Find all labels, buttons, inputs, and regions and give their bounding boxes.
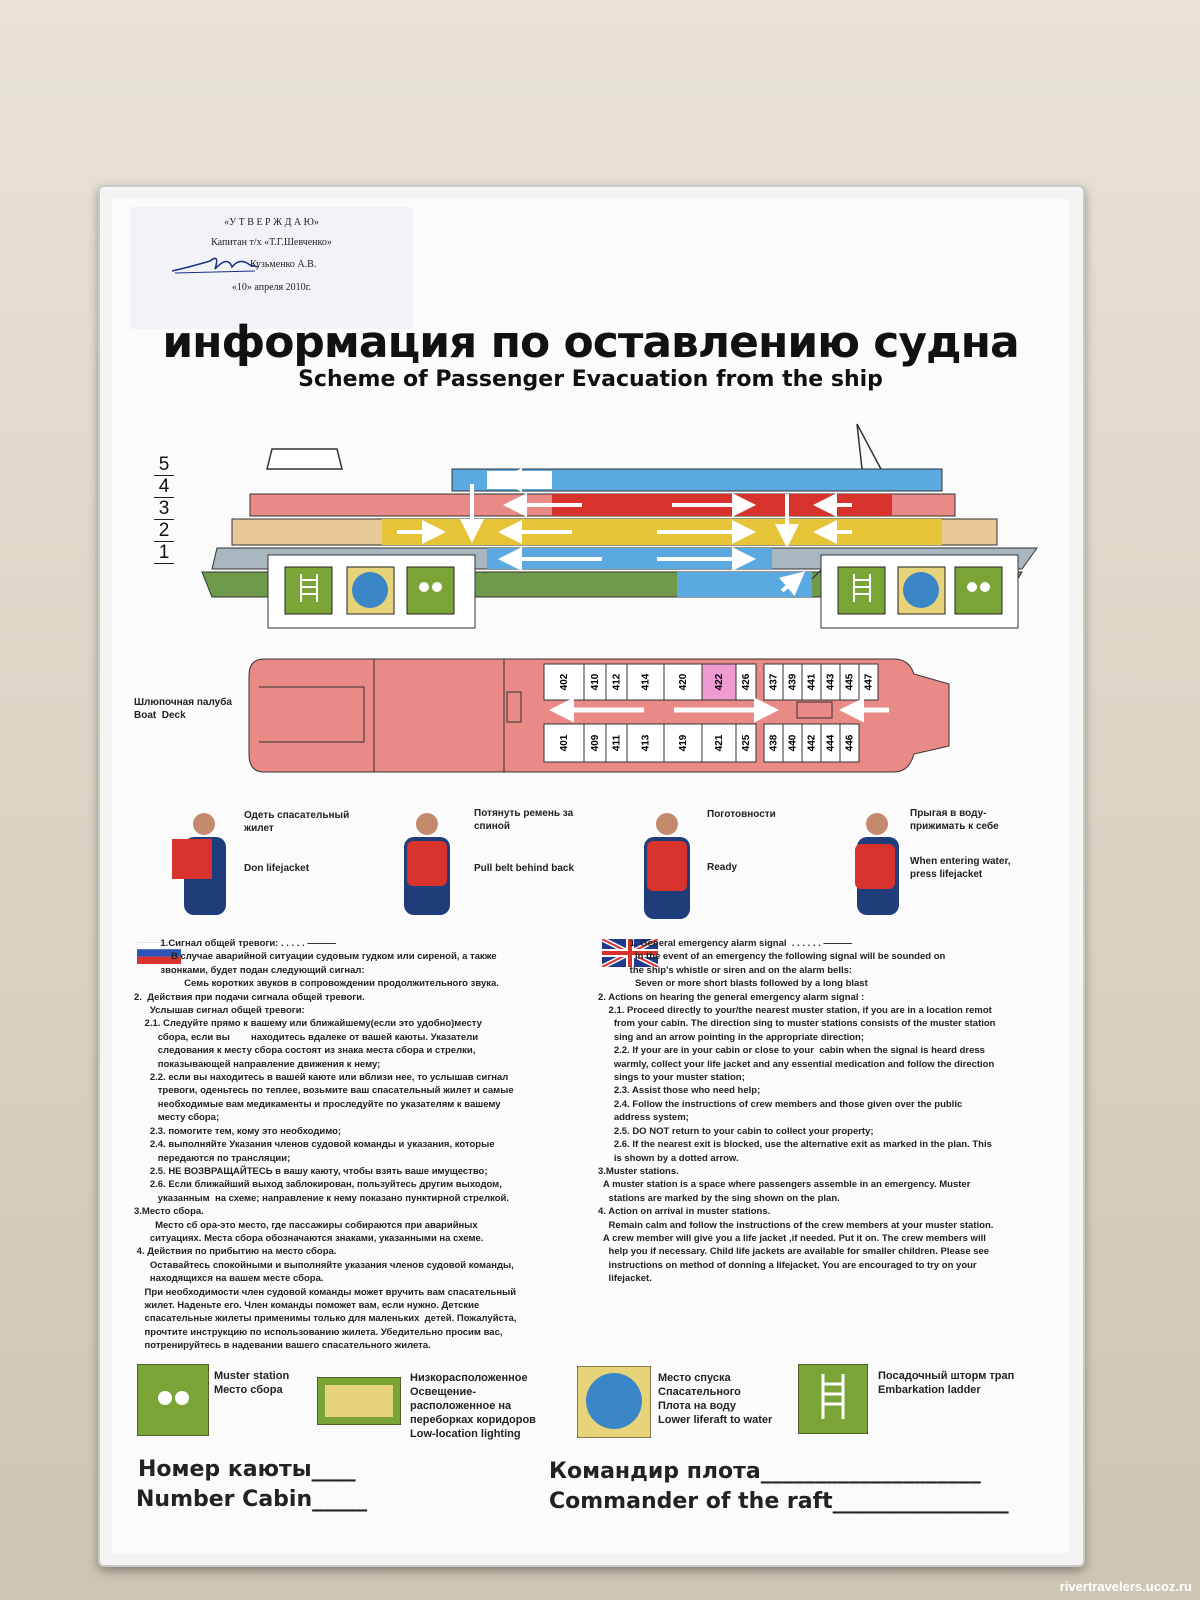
cabin-cell bbox=[626, 663, 665, 701]
cabin-cell bbox=[701, 663, 737, 701]
evacuation-poster: «У Т В Е Р Ж Д А Ю» Капитан т/х «Т.Г.Шев… bbox=[98, 185, 1085, 1567]
legend-muster-station: Muster station Место сбора bbox=[214, 1370, 290, 1396]
cabin-number: 446 bbox=[845, 734, 856, 751]
muster-station-icon bbox=[954, 566, 1003, 615]
stamp-line-2: Капитан т/х «Т.Г.Шевченко» bbox=[211, 237, 332, 248]
cabin-number: 402 bbox=[559, 673, 570, 690]
signature-graphic bbox=[171, 257, 259, 274]
cabin-number: 444 bbox=[826, 734, 837, 751]
cabin-number: 442 bbox=[807, 734, 818, 751]
step-2-ru: Потянуть ремень за спиной bbox=[474, 808, 574, 832]
muster-signs-right bbox=[820, 554, 1019, 629]
muster-station-icon bbox=[406, 566, 455, 615]
raft-commander-ru: Командир плота____________________ bbox=[549, 1459, 981, 1484]
muster-signs-left bbox=[267, 554, 476, 629]
cabin-number: 414 bbox=[641, 673, 652, 690]
cabins-top-row: 402 410 412 414 420 422 426 437 439 441 443 445 447 bbox=[543, 663, 879, 701]
cabin-number: 426 bbox=[741, 673, 752, 690]
cabin-number: 410 bbox=[590, 673, 601, 690]
approval-stamp: «У Т В Е Р Ж Д А Ю» Капитан т/х «Т.Г.Шев… bbox=[130, 207, 413, 329]
watermark: rivertravelers.ucoz.ru bbox=[1059, 1579, 1192, 1594]
liferaft-legend-icon bbox=[577, 1366, 651, 1438]
cabin-cell bbox=[858, 663, 879, 701]
muster-station-legend-icon bbox=[137, 1364, 209, 1436]
embarkation-ladder-icon bbox=[284, 566, 333, 615]
cabin-number: 422 bbox=[714, 673, 725, 690]
instructions-english: 1. General emergency alarm signal . . . … bbox=[598, 938, 996, 1285]
step-3-ru: Поготовности bbox=[707, 809, 776, 820]
legend-liferaft: Место спуска Спасательного Плота на воду… bbox=[658, 1372, 773, 1426]
deck-number: 4 bbox=[154, 476, 174, 498]
uk-flag-icon bbox=[602, 939, 658, 967]
step-2-en: Pull belt behind back bbox=[474, 863, 575, 874]
cabin-number: 443 bbox=[826, 673, 837, 690]
step-1-en: Don lifejacket bbox=[244, 863, 310, 874]
legend-ladder: Посадочный шторм трап Embarkation ladder bbox=[878, 1370, 1015, 1396]
cabin-cell bbox=[543, 663, 585, 701]
deck-number: 2 bbox=[154, 520, 174, 542]
step-4-en: When entering water, press lifejacket bbox=[910, 856, 1011, 880]
hatch bbox=[506, 691, 522, 723]
cabin-cell bbox=[839, 723, 860, 763]
russian-flag-icon bbox=[137, 942, 181, 964]
step-3-en: Ready bbox=[707, 862, 738, 873]
cabin-cell bbox=[626, 723, 665, 763]
cabin-cell bbox=[735, 663, 757, 701]
cabin-number: 439 bbox=[788, 673, 799, 690]
evacuation-arrows bbox=[397, 468, 852, 597]
step-1-ru: Одеть спасательный жилет bbox=[244, 810, 350, 834]
low-location-lighting-icon bbox=[317, 1377, 401, 1425]
cabin-cell bbox=[663, 723, 703, 763]
person-pull-belt bbox=[404, 813, 450, 915]
stamp-line-3: Кузьменко А.В. bbox=[250, 259, 317, 270]
deck-number: 3 bbox=[154, 498, 174, 520]
step-4-ru: Прыгая в воду- прижимать к себе bbox=[910, 808, 999, 832]
raft-commander-en: Commander of the raft________________ bbox=[549, 1489, 1009, 1514]
cabin-number: 447 bbox=[864, 673, 875, 690]
person-enter-water bbox=[855, 813, 899, 915]
instructions-russian: 1.Сигнал общей тревоги: . . . . . ——— В … bbox=[134, 938, 517, 1352]
cabin-number: 412 bbox=[612, 673, 623, 690]
stamp-line-4: «10» апреля 2010г. bbox=[231, 282, 312, 293]
deck-number-column: 5 4 3 2 1 bbox=[154, 454, 174, 564]
cabin-number: 425 bbox=[741, 734, 752, 751]
cabin-number: 411 bbox=[612, 734, 623, 751]
cabin-cell bbox=[735, 723, 757, 763]
stair-well bbox=[796, 701, 833, 719]
cabin-number: 409 bbox=[590, 734, 601, 751]
title-russian: информация по оставлению судна bbox=[162, 317, 1019, 368]
stamp-line-1: «У Т В Е Р Ж Д А Ю» bbox=[224, 217, 319, 228]
person-ready bbox=[644, 813, 690, 919]
cabin-number: 440 bbox=[788, 734, 799, 751]
cabin-number: 437 bbox=[769, 673, 780, 690]
cabin-number: 413 bbox=[641, 734, 652, 751]
cabin-number: 441 bbox=[807, 673, 818, 690]
embarkation-ladder-icon bbox=[837, 566, 886, 615]
wheelhouse bbox=[266, 448, 343, 470]
cabin-number-ru: Номер каюты____ bbox=[138, 1457, 356, 1482]
cabin-number-en: Number Cabin_____ bbox=[136, 1487, 368, 1512]
stern-lifeboat bbox=[259, 686, 365, 743]
deck-number: 5 bbox=[154, 454, 174, 476]
poster-sheet: «У Т В Е Р Ж Д А Ю» Капитан т/х «Т.Г.Шев… bbox=[112, 199, 1069, 1553]
cabin-number: 445 bbox=[845, 673, 856, 690]
deck-2-corridor bbox=[487, 548, 772, 569]
cabins-bottom-row: 401 409 411 413 419 421 425 438 440 442 444 446 bbox=[543, 723, 860, 763]
legend-low-lighting: Низкорасположенное Освещение- расположен… bbox=[410, 1372, 536, 1440]
boat-deck-label: Шлюпочная палуба Boat Deck bbox=[134, 697, 232, 721]
cabin-cell bbox=[701, 723, 737, 763]
title-english: Scheme of Passenger Evacuation from the … bbox=[298, 367, 883, 392]
cabin-cell bbox=[663, 663, 703, 701]
ship-mast bbox=[856, 423, 884, 472]
cabin-number: 438 bbox=[769, 734, 780, 751]
cabin-number: 420 bbox=[678, 673, 689, 690]
cabin-number: 421 bbox=[714, 734, 725, 751]
deck-5 bbox=[451, 468, 943, 492]
cabin-number: 401 bbox=[559, 734, 570, 751]
cabin-number: 419 bbox=[678, 734, 689, 751]
deck-number: 1 bbox=[154, 542, 174, 564]
person-don-lifejacket bbox=[172, 813, 226, 915]
ladder-legend-icon bbox=[798, 1364, 868, 1434]
